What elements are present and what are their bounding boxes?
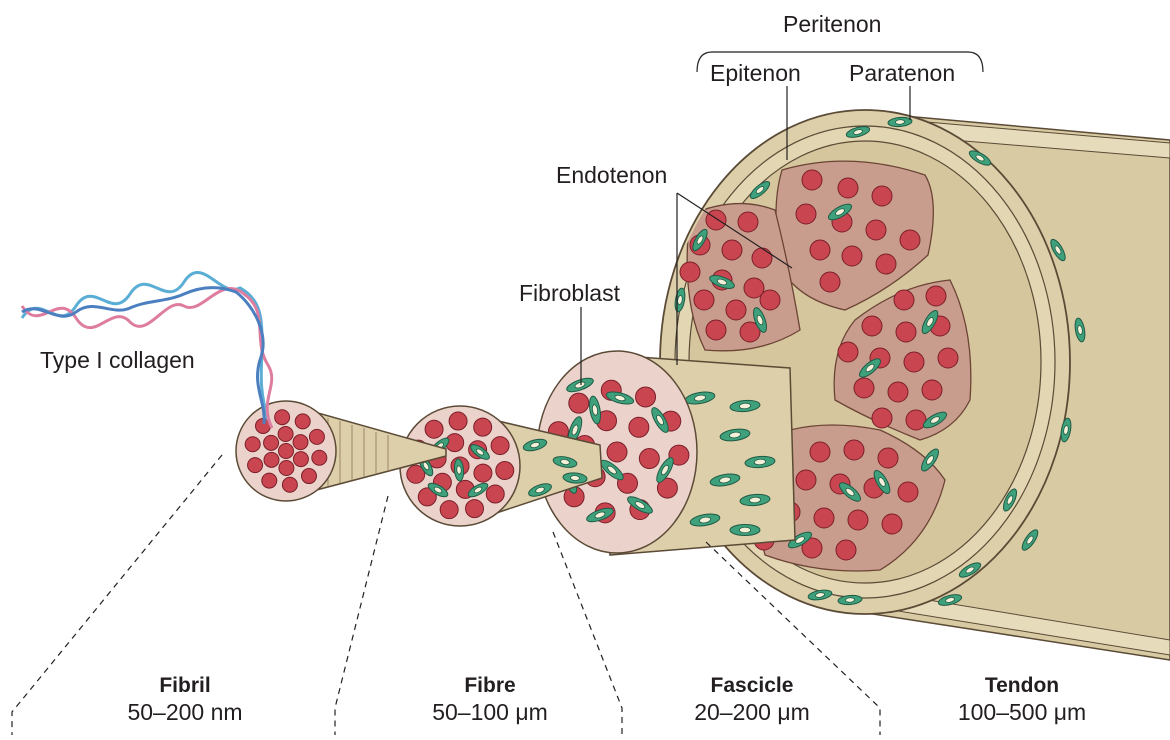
tendon-fibre-dot — [706, 320, 726, 340]
fascicle-dot — [636, 387, 656, 407]
tendon-fibre-dot — [854, 378, 874, 398]
tendon-fibre-dot — [898, 482, 918, 502]
tendon-fibre-dot — [802, 170, 822, 190]
scale-fibre-name: Fibre — [400, 673, 580, 699]
label-paratenon: Paratenon — [849, 60, 955, 87]
scale-tendon-name: Tendon — [932, 673, 1112, 699]
fibre-dot — [486, 485, 504, 503]
tendon-fibre-dot — [810, 240, 830, 260]
label-endotenon: Endotenon — [556, 162, 667, 189]
tendon-fibre-dot — [888, 382, 908, 402]
fibril-dot — [245, 437, 260, 452]
fibre-dot — [425, 420, 443, 438]
scale-tendon: Tendon 100–500 μm — [932, 673, 1112, 725]
tendon-fibre-dot — [926, 286, 946, 306]
tendon-fibre-dot — [894, 290, 914, 310]
scale-fibril-name: Fibril — [95, 673, 275, 699]
fibre-dot — [491, 437, 509, 455]
tendon-fibre-dot — [726, 300, 746, 320]
tendon-fibre-dot — [820, 272, 840, 292]
fibril-dot — [262, 473, 277, 488]
tendon-fibre-dot — [838, 178, 858, 198]
tendon-fibre-dot — [922, 380, 942, 400]
fibre-dot — [466, 500, 484, 518]
fibril-dot — [278, 427, 293, 442]
fibril-dot — [301, 469, 316, 484]
label-peritenon: Peritenon — [783, 11, 881, 38]
tendon-fibre-dot — [796, 204, 816, 224]
scale-fibril: Fibril 50–200 nm — [95, 673, 275, 725]
tendon-fibre-dot — [814, 508, 834, 528]
tendon-fibre-dot — [848, 510, 868, 530]
scale-fibre: Fibre 50–100 μm — [400, 673, 580, 725]
fibril-dot — [282, 477, 297, 492]
fibril-dot — [248, 458, 263, 473]
fibril-dot — [295, 414, 310, 429]
tendon-fibre-dot — [838, 342, 858, 362]
fibre-dot — [449, 412, 467, 430]
tendon-fibre-dot — [862, 316, 882, 336]
tendon-fibre-dot — [938, 348, 958, 368]
fibril-dot — [279, 460, 294, 475]
tendon-fibre-dot — [872, 186, 892, 206]
fibril-dot — [312, 450, 327, 465]
tendon-fibre-dot — [878, 448, 898, 468]
tendon-fibre-dot — [896, 322, 916, 342]
tendon-fibre-dot — [872, 408, 892, 428]
tendon-fibre-dot — [844, 440, 864, 460]
fibril-dot — [275, 410, 290, 425]
tendon-fibre-dot — [906, 410, 926, 430]
tendon-fibre-dot — [836, 540, 856, 560]
fibril-dot — [293, 452, 308, 467]
tendon-fibre-dot — [876, 254, 896, 274]
tendon-fibre-dot — [842, 246, 862, 266]
fascicle-dot — [607, 442, 627, 462]
tendon-fibre-dot — [866, 220, 886, 240]
fascicle-dot — [569, 393, 589, 413]
tendon-fibre-dot — [694, 290, 714, 310]
tendon-fibre-dot — [904, 352, 924, 372]
scale-tendon-size: 100–500 μm — [932, 699, 1112, 725]
tendon-fibre-dot — [900, 230, 920, 250]
tendon-fibre-dot — [760, 290, 780, 310]
label-fibroblast: Fibroblast — [519, 280, 620, 307]
scale-fibre-size: 50–100 μm — [400, 699, 580, 725]
fibril-dot — [309, 429, 324, 444]
tendon-fibre-dot — [810, 442, 830, 462]
fascicle-dot — [629, 417, 649, 437]
tendon-fibre-dot — [722, 240, 742, 260]
scale-fascicle: Fascicle 20–200 μm — [662, 673, 842, 725]
scale-fibril-size: 50–200 nm — [95, 699, 275, 725]
fibril-dot — [264, 452, 279, 467]
tendon-fibre-dot — [680, 262, 700, 282]
fibre-dot — [440, 501, 458, 519]
fibril-dot — [293, 435, 308, 450]
fibril-dot — [279, 444, 294, 459]
tendon-fibre-dot — [796, 470, 816, 490]
scale-fascicle-size: 20–200 μm — [662, 699, 842, 725]
fibre-dot — [496, 461, 514, 479]
tendon-fibre-dot — [706, 210, 726, 230]
scale-fascicle-name: Fascicle — [662, 673, 842, 699]
tendon-fibre-dot — [882, 514, 902, 534]
tendon-fibre-dot — [738, 212, 758, 232]
fibre-dot — [474, 418, 492, 436]
fibroblast-cell — [730, 525, 760, 536]
fibril-dot — [264, 435, 279, 450]
fibre-dot — [474, 464, 492, 482]
fascicle-dot — [639, 449, 659, 469]
label-type-i-collagen: Type I collagen — [40, 347, 195, 374]
tendon-fibre-dot — [752, 248, 772, 268]
label-epitenon: Epitenon — [710, 60, 801, 87]
